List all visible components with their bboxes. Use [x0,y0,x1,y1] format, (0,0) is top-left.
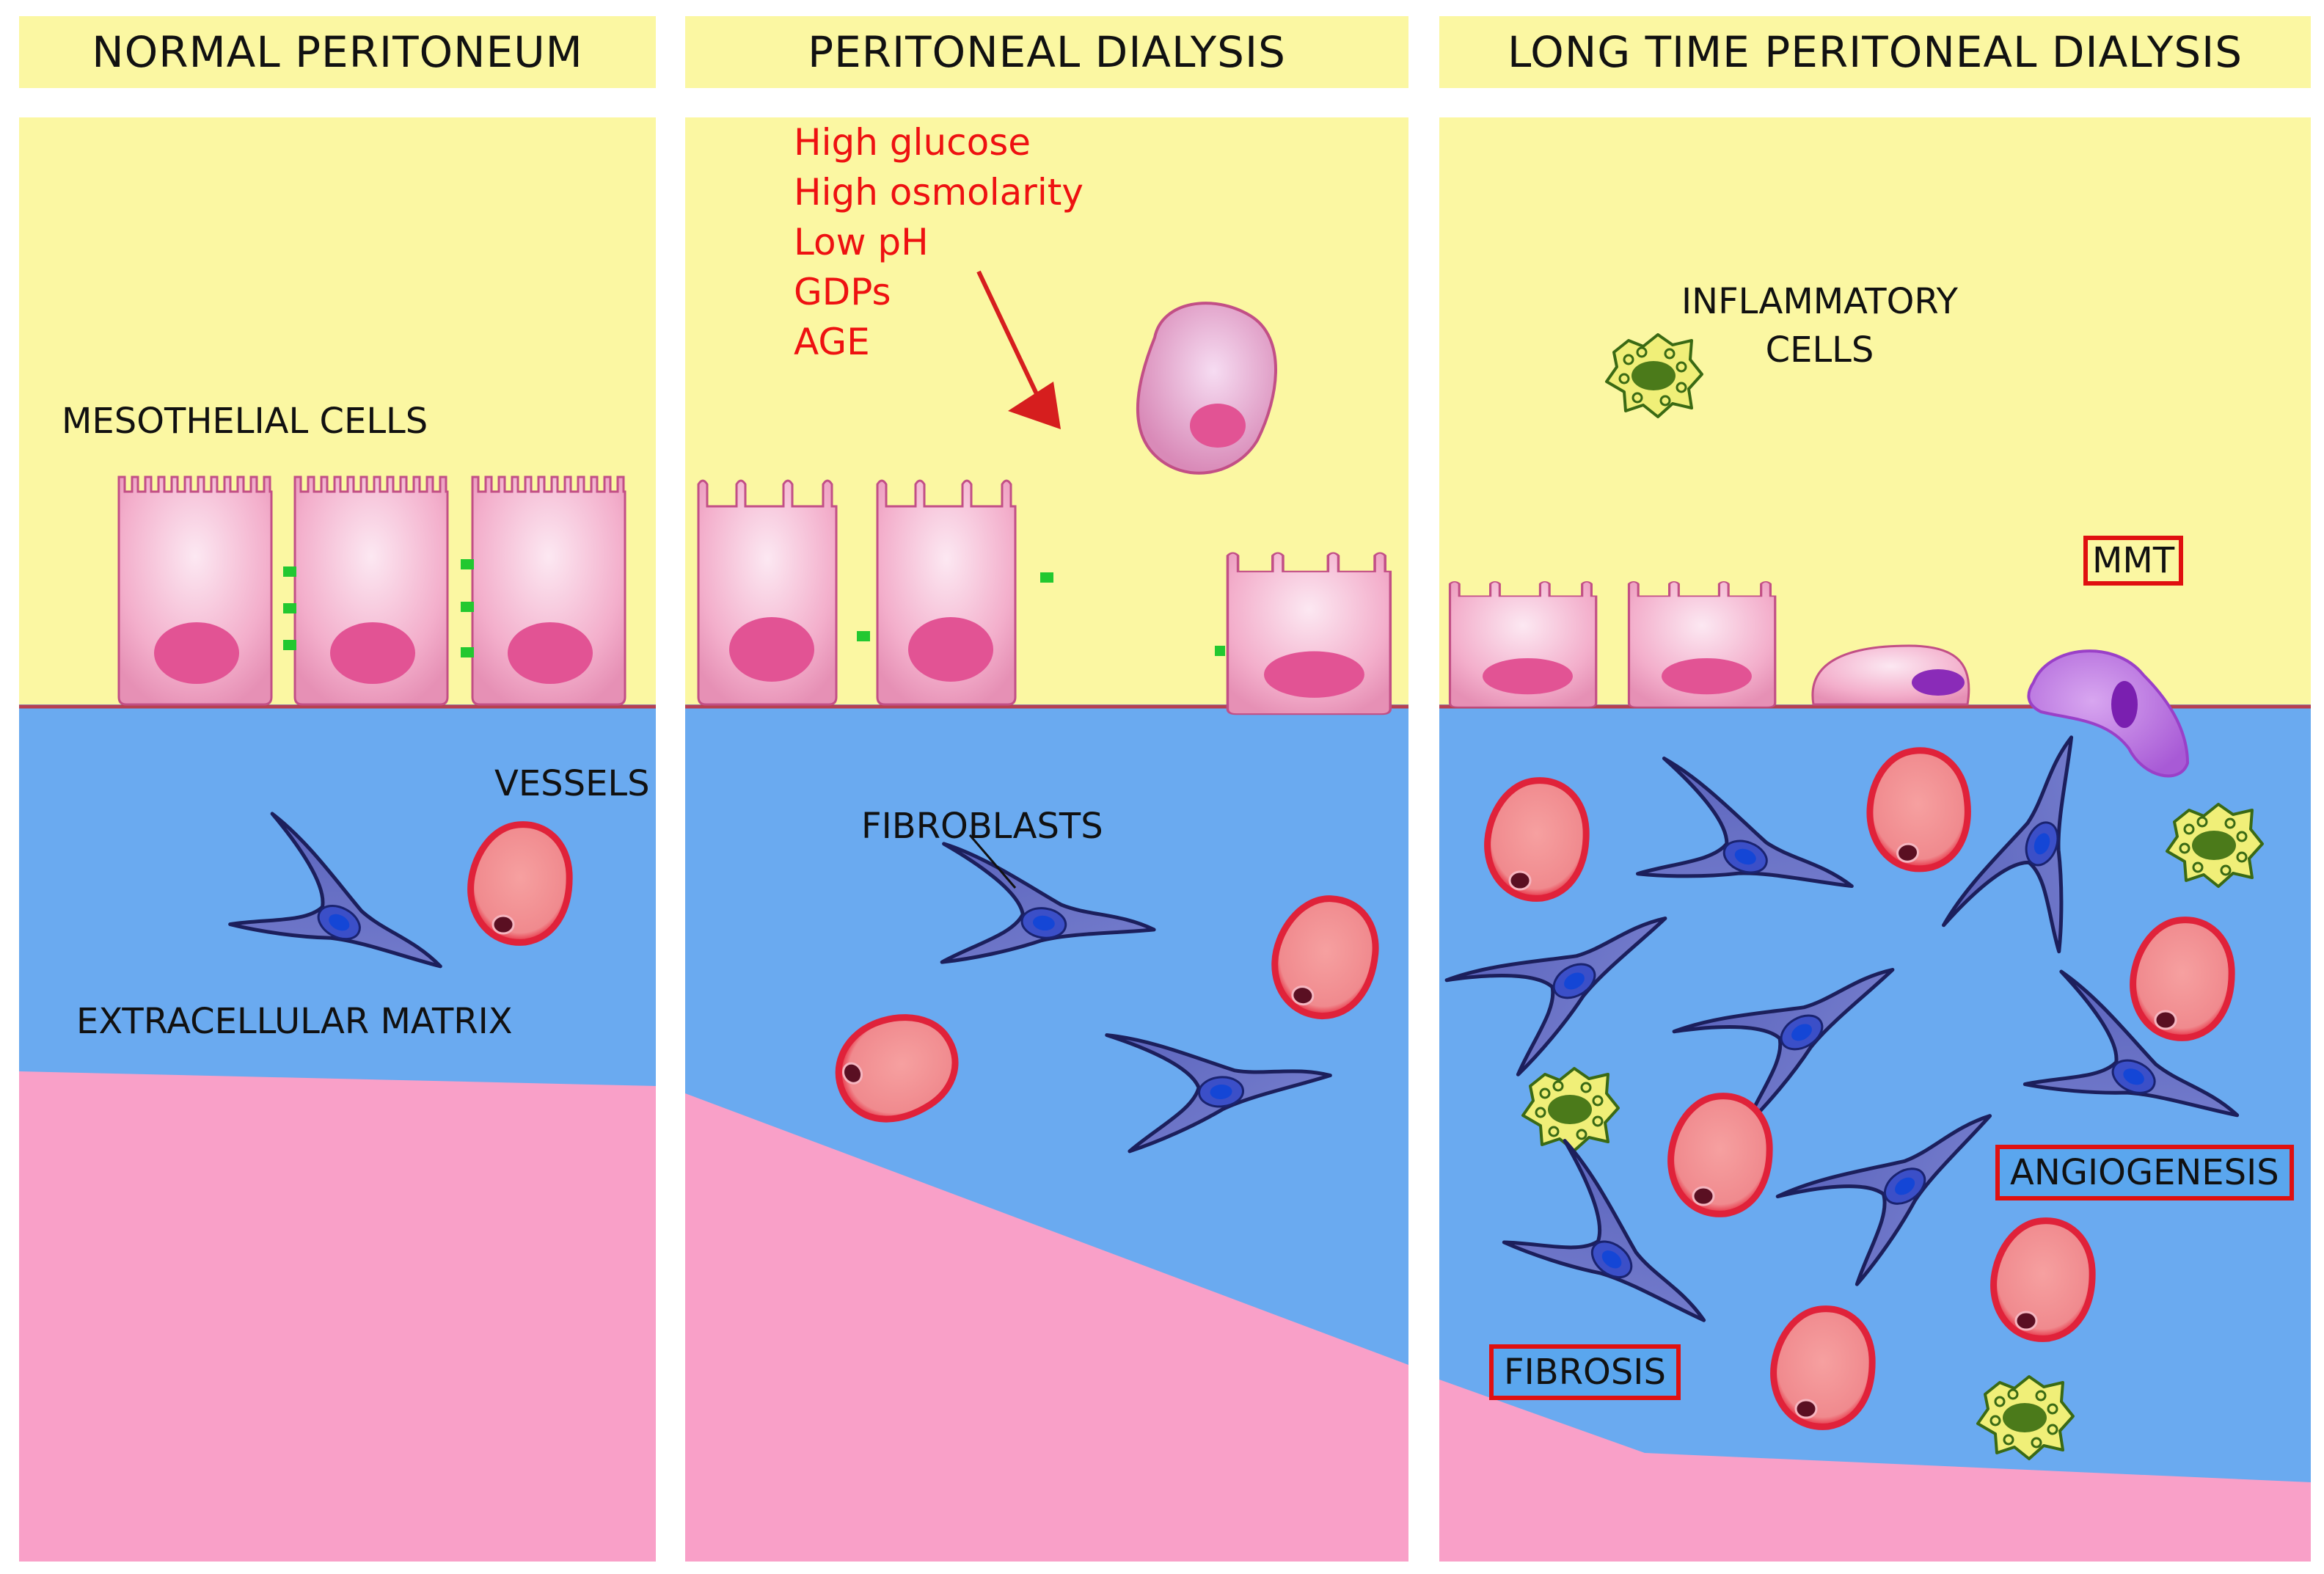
panel-normal-peritoneum: MESOTHELIAL CELLS VESSELS EXTRACELLULAR … [19,117,656,1562]
mesothelial-cell [1627,580,1777,709]
vessels-label: VESSELS [494,763,650,804]
vessel [2133,920,2232,1038]
submesothelium-region [19,1071,656,1562]
vessel [1671,1096,1770,1214]
panel-long-time-dialysis: INFLAMMATORY CELLS MMT ANGIOGENESIS FIBR… [1439,117,2311,1562]
vessel [1488,781,1587,899]
mesothelial-cell [293,476,449,706]
mesothelial-cell [697,479,838,706]
tight-junction [461,559,474,569]
mesothelial-cells-label: MESOTHELIAL CELLS [62,401,428,442]
long-time-dialysis-illustration [1439,117,2311,1562]
vessel [471,825,570,943]
tight-junction [283,640,296,650]
extracellular-matrix-label: EXTRACELLULAR MATRIX [76,1001,513,1042]
mesothelial-cell [1448,580,1598,709]
submesothelium-region [685,1093,1408,1562]
factor-gdps: GDPs [794,271,891,313]
peritoneal-dialysis-illustration [685,117,1408,1562]
fibrosis-label: FIBROSIS [1489,1344,1681,1400]
tight-junction [1215,646,1225,656]
panel-title-long-dialysis-text: LONG TIME PERITONEAL DIALYSIS [1507,27,2243,77]
inflammatory-cells-label-line2: CELLS [1765,329,1874,371]
nucleus [1190,404,1246,448]
panel-peritoneal-dialysis: High glucose High osmolarity Low pH GDPs… [685,117,1408,1562]
factor-high-glucose: High glucose [794,121,1031,164]
submesothelium-region [1439,1380,2311,1562]
tight-junction [461,602,474,612]
panel-title-dialysis: PERITONEAL DIALYSIS [685,16,1408,88]
tight-junction [283,566,296,577]
mesothelial-cell [117,476,273,706]
fibroblast-pointer-line [968,834,1017,889]
mmt-label: MMT [2083,536,2184,586]
dialysis-factors-list: High glucose High osmolarity Low pH GDPs… [794,117,1084,367]
factor-age: AGE [794,321,870,363]
mesothelial-cell [1226,551,1392,715]
panel-title-long-dialysis: LONG TIME PERITONEAL DIALYSIS [1439,16,2311,88]
fibroblasts-label: FIBROBLASTS [861,806,1103,847]
nucleus [1912,669,1965,696]
arrow-head [1008,382,1061,429]
nucleus [2111,681,2138,728]
tight-junction [283,603,296,613]
vessel [1774,1309,1873,1427]
arrow-line [976,270,1047,412]
mesothelial-cell [876,479,1017,706]
mmt-cell [2027,649,2190,778]
panel-title-normal-text: NORMAL PERITONEUM [92,27,583,77]
tight-junction [461,647,474,657]
tight-junction [857,631,870,641]
vessel [1994,1221,2093,1339]
tight-junction [1040,572,1053,583]
panel-title-normal: NORMAL PERITONEUM [19,16,656,88]
normal-peritoneum-illustration [19,117,656,1562]
angiogenesis-label: ANGIOGENESIS [1995,1145,2294,1200]
factor-high-osmolarity: High osmolarity [794,171,1084,214]
factor-low-ph: Low pH [794,221,929,263]
panel-title-dialysis-text: PERITONEAL DIALYSIS [808,27,1286,77]
inflammatory-cells-label: INFLAMMATORY CELLS [1681,277,1958,374]
inflammatory-cells-label-line1: INFLAMMATORY [1681,281,1958,322]
mesothelial-cell [471,476,626,706]
